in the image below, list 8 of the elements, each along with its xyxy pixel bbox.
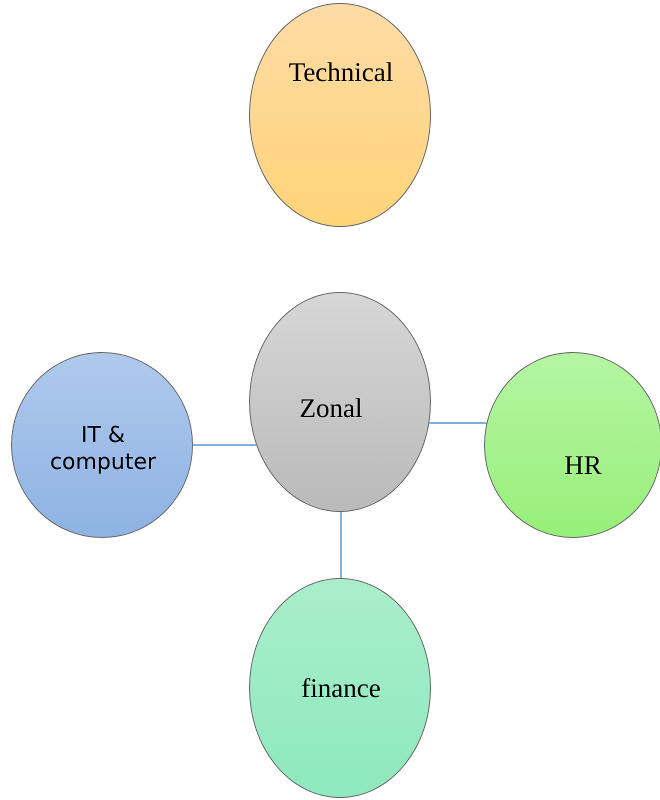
node-label: Zonal bbox=[298, 392, 364, 426]
connector-line bbox=[193, 444, 256, 446]
node-label: finance bbox=[300, 672, 382, 706]
node-label: IT & computer bbox=[48, 422, 158, 476]
node-label: HR bbox=[563, 449, 603, 482]
connector-line bbox=[340, 512, 342, 578]
node-label: Technical bbox=[288, 56, 394, 90]
connector-line bbox=[429, 422, 487, 424]
